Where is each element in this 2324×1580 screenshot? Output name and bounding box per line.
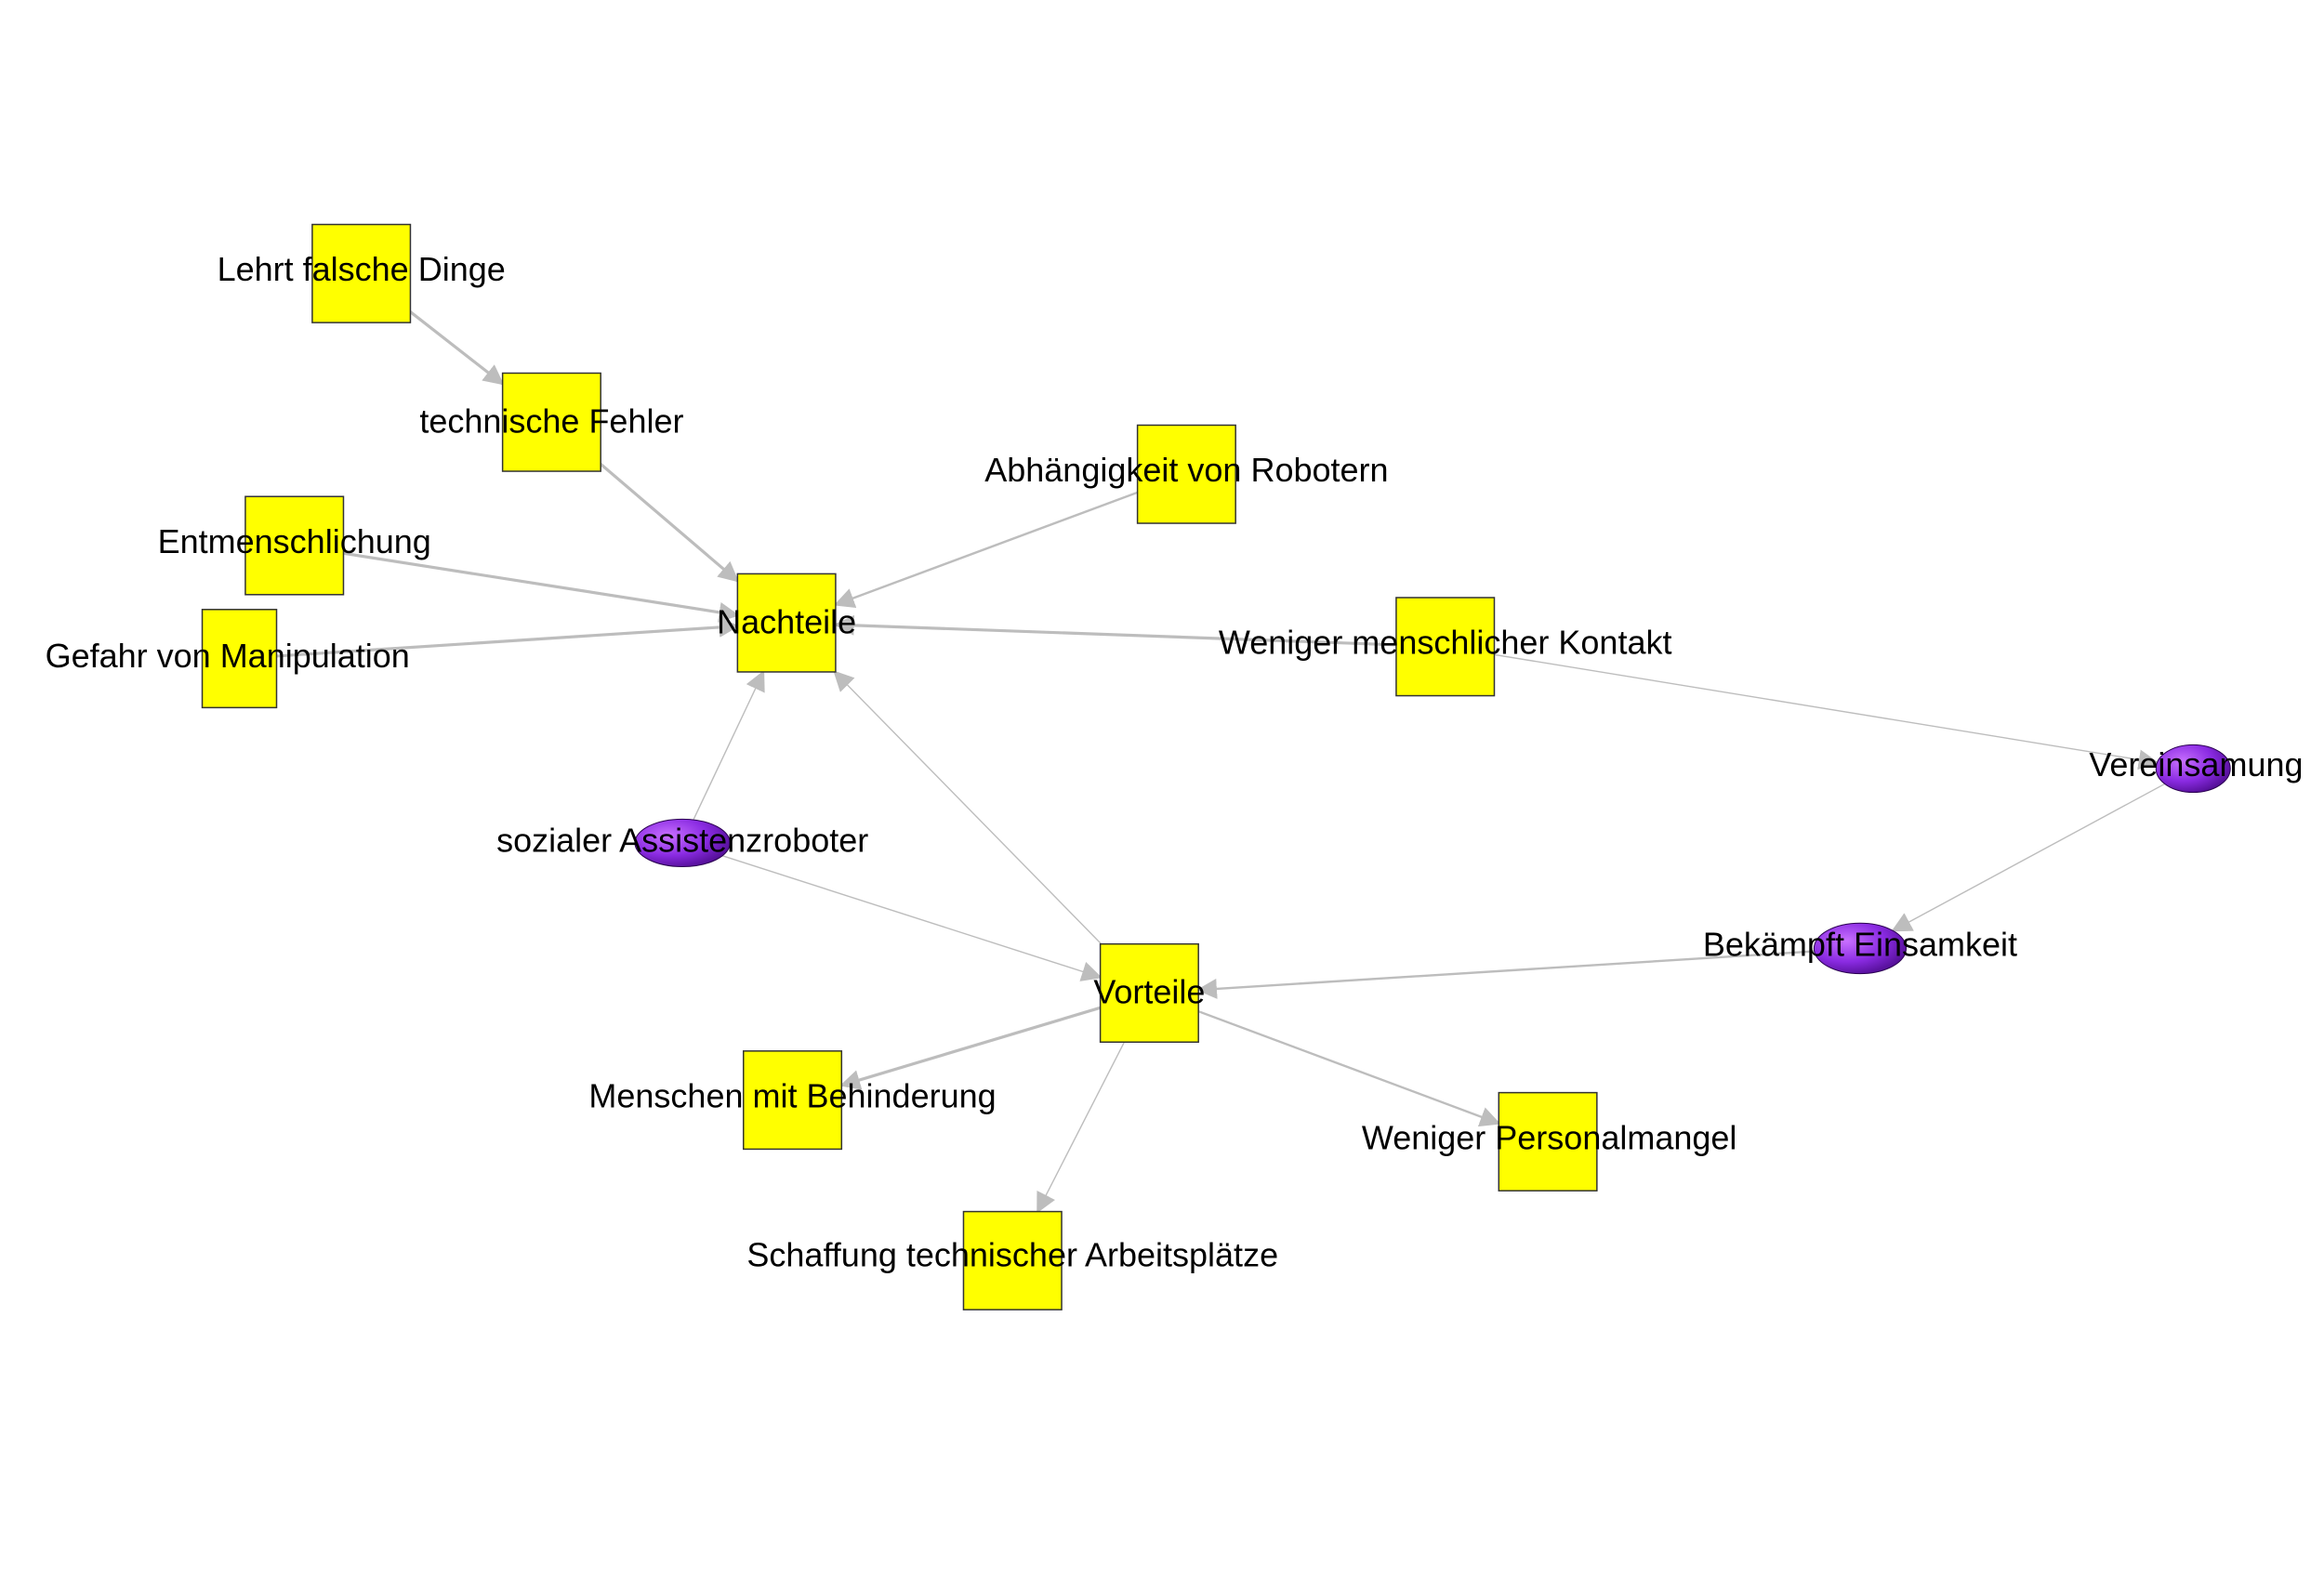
edge-vorteile-to-personalmangel [1148,992,1501,1127]
edge-weniger_kontakt-to-nachteile [833,614,1446,649]
node-manipulation-label: Gefahr von Manipulation [46,637,410,675]
node-einsamkeit-label: Bekämpft Einsamkeit [1703,925,2017,963]
node-lehrt-label: Lehrt falsche Dinge [218,250,506,288]
node-behinderung-label: Menschen mit Behinderung [588,1077,996,1115]
node-vereinsamung-label: Vereinsamung [2089,745,2303,783]
node-arbeitsplaetze-shape[interactable] [962,1210,1063,1310]
edge-manipulation-to-nachteile [239,616,740,661]
edge-abhaengigkeit-to-nachteile [833,473,1187,608]
node-abhaengigkeit-shape[interactable] [1136,424,1236,524]
node-weniger_kontakt-shape[interactable] [1395,597,1496,697]
node-personalmangel-label: Weniger Personalmangel [1362,1118,1737,1156]
node-vereinsamung-shape[interactable] [2155,744,2231,794]
edge-weniger_kontakt-to-vereinsamung [1445,646,2159,770]
node-arbeitsplaetze-label: Schaffung technischer Arbeitsplätze [746,1236,1278,1274]
edge-entmenschlichung-to-nachteile [294,544,740,623]
node-abhaengigkeit-label: Abhängigkeit von Robotern [984,451,1388,489]
node-behinderung-shape[interactable] [742,1050,843,1151]
edge-vorteile-to-behinderung [839,991,1150,1090]
node-assistenzroboter-shape[interactable] [634,818,731,868]
node-weniger_kontakt-label: Weniger menschlicher Kontakt [1219,624,1672,662]
node-vorteile-label: Vorteile [1093,973,1205,1011]
node-technische_fehler-label: technische Fehler [419,402,683,440]
node-nachteile-shape[interactable] [736,573,837,673]
node-nachteile-label: Nachteile [717,602,856,640]
node-entmenschlichung-label: Entmenschlichung [158,522,431,560]
edge-einsamkeit-to-vorteile [1195,947,1861,999]
edge-vorteile-to-nachteile [833,670,1150,994]
node-technische_fehler-shape[interactable] [501,372,601,472]
node-assistenzroboter-label: sozialer Assistenzroboter [496,821,868,859]
node-manipulation-shape[interactable] [201,609,278,709]
node-lehrt-shape[interactable] [311,223,412,323]
node-entmenschlichung-shape[interactable] [244,495,345,596]
edge-assistenzroboter-to-nachteile [681,669,765,844]
edge-assistenzroboter-to-vorteile [681,842,1103,981]
edge-vereinsamung-to-einsamkeit [1891,768,2194,932]
node-einsamkeit-shape[interactable] [1813,922,1908,975]
labels-layer: Lehrt falsche Dinge technische FehlerEntm… [46,250,2304,1273]
node-vorteile-shape[interactable] [1099,942,1199,1043]
edges-layer [239,272,2194,1214]
node-personalmangel-shape[interactable] [1498,1091,1598,1192]
nodes-layer [201,223,2231,1310]
